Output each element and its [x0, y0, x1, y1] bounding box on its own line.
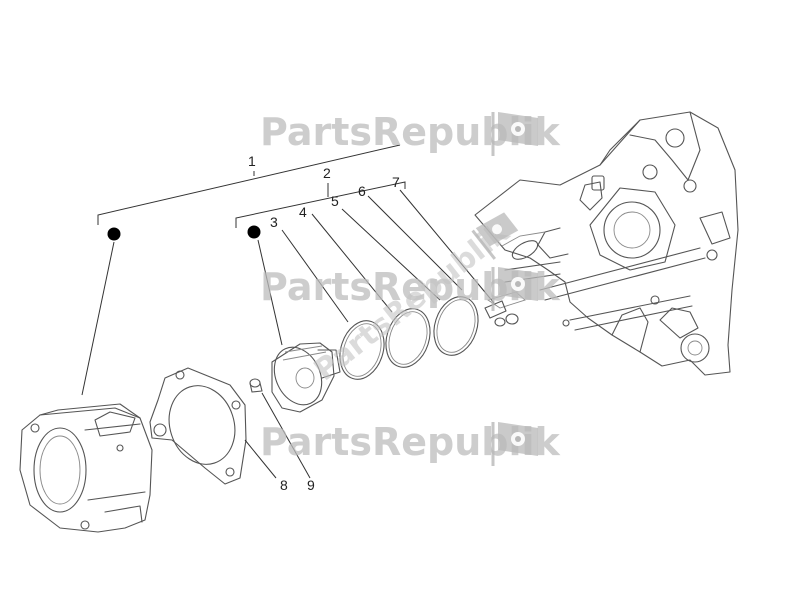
callout-2: 2 — [323, 165, 331, 181]
gear-flag-icon — [491, 422, 538, 466]
watermark-middle: PartsRepublik — [260, 265, 561, 311]
callout-8: 8 — [280, 477, 288, 493]
watermark-bottom: PartsRepublik — [260, 420, 561, 466]
callout-1: 1 — [248, 153, 256, 169]
gear-flag-icon — [471, 212, 519, 260]
callout-3: 3 — [270, 214, 278, 230]
assembly-bullet-2 — [247, 225, 261, 239]
gasket-drawing — [149, 367, 247, 485]
gear-flag-icon — [491, 267, 538, 311]
callout-7: 7 — [392, 174, 400, 190]
leader-lines — [81, 144, 495, 479]
piston-pin-drawing — [484, 300, 519, 327]
cylinder-drawing — [19, 403, 153, 533]
dowel-pin-drawing — [249, 378, 263, 393]
assembly-bullet-1 — [107, 227, 121, 241]
callout-9: 9 — [307, 477, 315, 493]
callout-6: 6 — [358, 183, 366, 199]
crankcase-drawing — [474, 111, 739, 376]
callout-5: 5 — [331, 193, 339, 209]
piston-rings-drawing — [339, 296, 479, 380]
gear-flag-icon — [491, 112, 538, 156]
watermark-top: PartsRepublik — [260, 110, 561, 156]
callout-4: 4 — [299, 204, 307, 220]
piston-drawing — [271, 342, 341, 413]
